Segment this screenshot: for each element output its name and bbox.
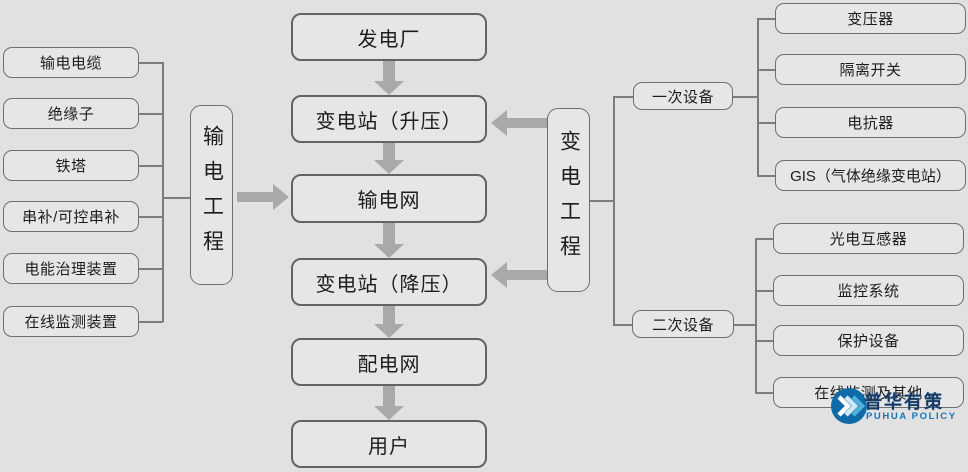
arrow-down-icon xyxy=(374,61,404,95)
arrow-down-icon xyxy=(374,386,404,420)
arrow-right-icon xyxy=(237,184,289,210)
connector-line xyxy=(613,324,633,326)
category-primary-equipment: 一次设备 xyxy=(633,82,733,110)
connector-line xyxy=(755,392,774,394)
connector-line xyxy=(757,18,776,20)
arrow-left-icon xyxy=(491,110,547,136)
connector-line xyxy=(613,96,634,98)
connector-line xyxy=(139,62,163,64)
connector-line xyxy=(757,122,776,124)
connector-line xyxy=(734,324,756,326)
connector-line xyxy=(613,96,615,325)
item-gis: GIS（气体绝缘变电站） xyxy=(775,160,966,191)
watermark-brand-english: PUHUA POLICY xyxy=(866,411,957,422)
node-substation-step-down: 变电站（降压） xyxy=(291,258,487,306)
group-transmission-engineering: 输电工程 xyxy=(190,105,233,285)
connector-line xyxy=(590,200,614,202)
connector-line xyxy=(139,165,163,167)
item-series-compensation: 串补/可控串补 xyxy=(3,201,139,232)
connector-line xyxy=(755,238,774,240)
node-distribution-grid: 配电网 xyxy=(291,338,487,386)
arrow-down-icon xyxy=(374,223,404,258)
item-insulator: 绝缘子 xyxy=(3,98,139,129)
group-substation-engineering: 变电工程 xyxy=(547,108,590,292)
node-substation-step-up: 变电站（升压） xyxy=(291,95,487,143)
arrow-left-icon xyxy=(491,262,547,288)
arrow-down-icon xyxy=(374,306,404,338)
item-transmission-cable: 输电电缆 xyxy=(3,47,139,78)
item-disconnect-switch: 隔离开关 xyxy=(775,54,966,85)
item-iron-tower: 铁塔 xyxy=(3,150,139,181)
connector-line xyxy=(755,340,774,342)
connector-line xyxy=(162,62,164,322)
arrow-down-icon xyxy=(374,143,404,174)
item-power-quality-device: 电能治理装置 xyxy=(3,253,139,284)
connector-line xyxy=(757,69,776,71)
item-online-monitoring-device: 在线监测装置 xyxy=(3,306,139,337)
item-monitoring-system: 监控系统 xyxy=(773,275,964,306)
item-reactor: 电抗器 xyxy=(775,107,966,138)
node-users: 用户 xyxy=(291,420,487,468)
node-power-plant: 发电厂 xyxy=(291,13,487,61)
connector-line xyxy=(139,268,163,270)
brand-chevron-icon xyxy=(831,388,867,424)
connector-line xyxy=(139,321,163,323)
connector-line xyxy=(755,238,757,393)
watermark-brand-name: 普华有策 xyxy=(864,392,944,412)
connector-line xyxy=(139,216,163,218)
item-optical-transformer: 光电互感器 xyxy=(773,223,964,254)
connector-line xyxy=(755,290,774,292)
connector-line xyxy=(162,197,190,199)
connector-line xyxy=(733,96,758,98)
connector-line xyxy=(757,18,759,176)
item-transformer: 变压器 xyxy=(775,3,966,34)
connector-line xyxy=(757,175,776,177)
node-transmission-grid: 输电网 xyxy=(291,174,487,223)
category-secondary-equipment: 二次设备 xyxy=(632,310,734,338)
connector-line xyxy=(139,113,163,115)
item-protection-equipment: 保护设备 xyxy=(773,325,964,356)
